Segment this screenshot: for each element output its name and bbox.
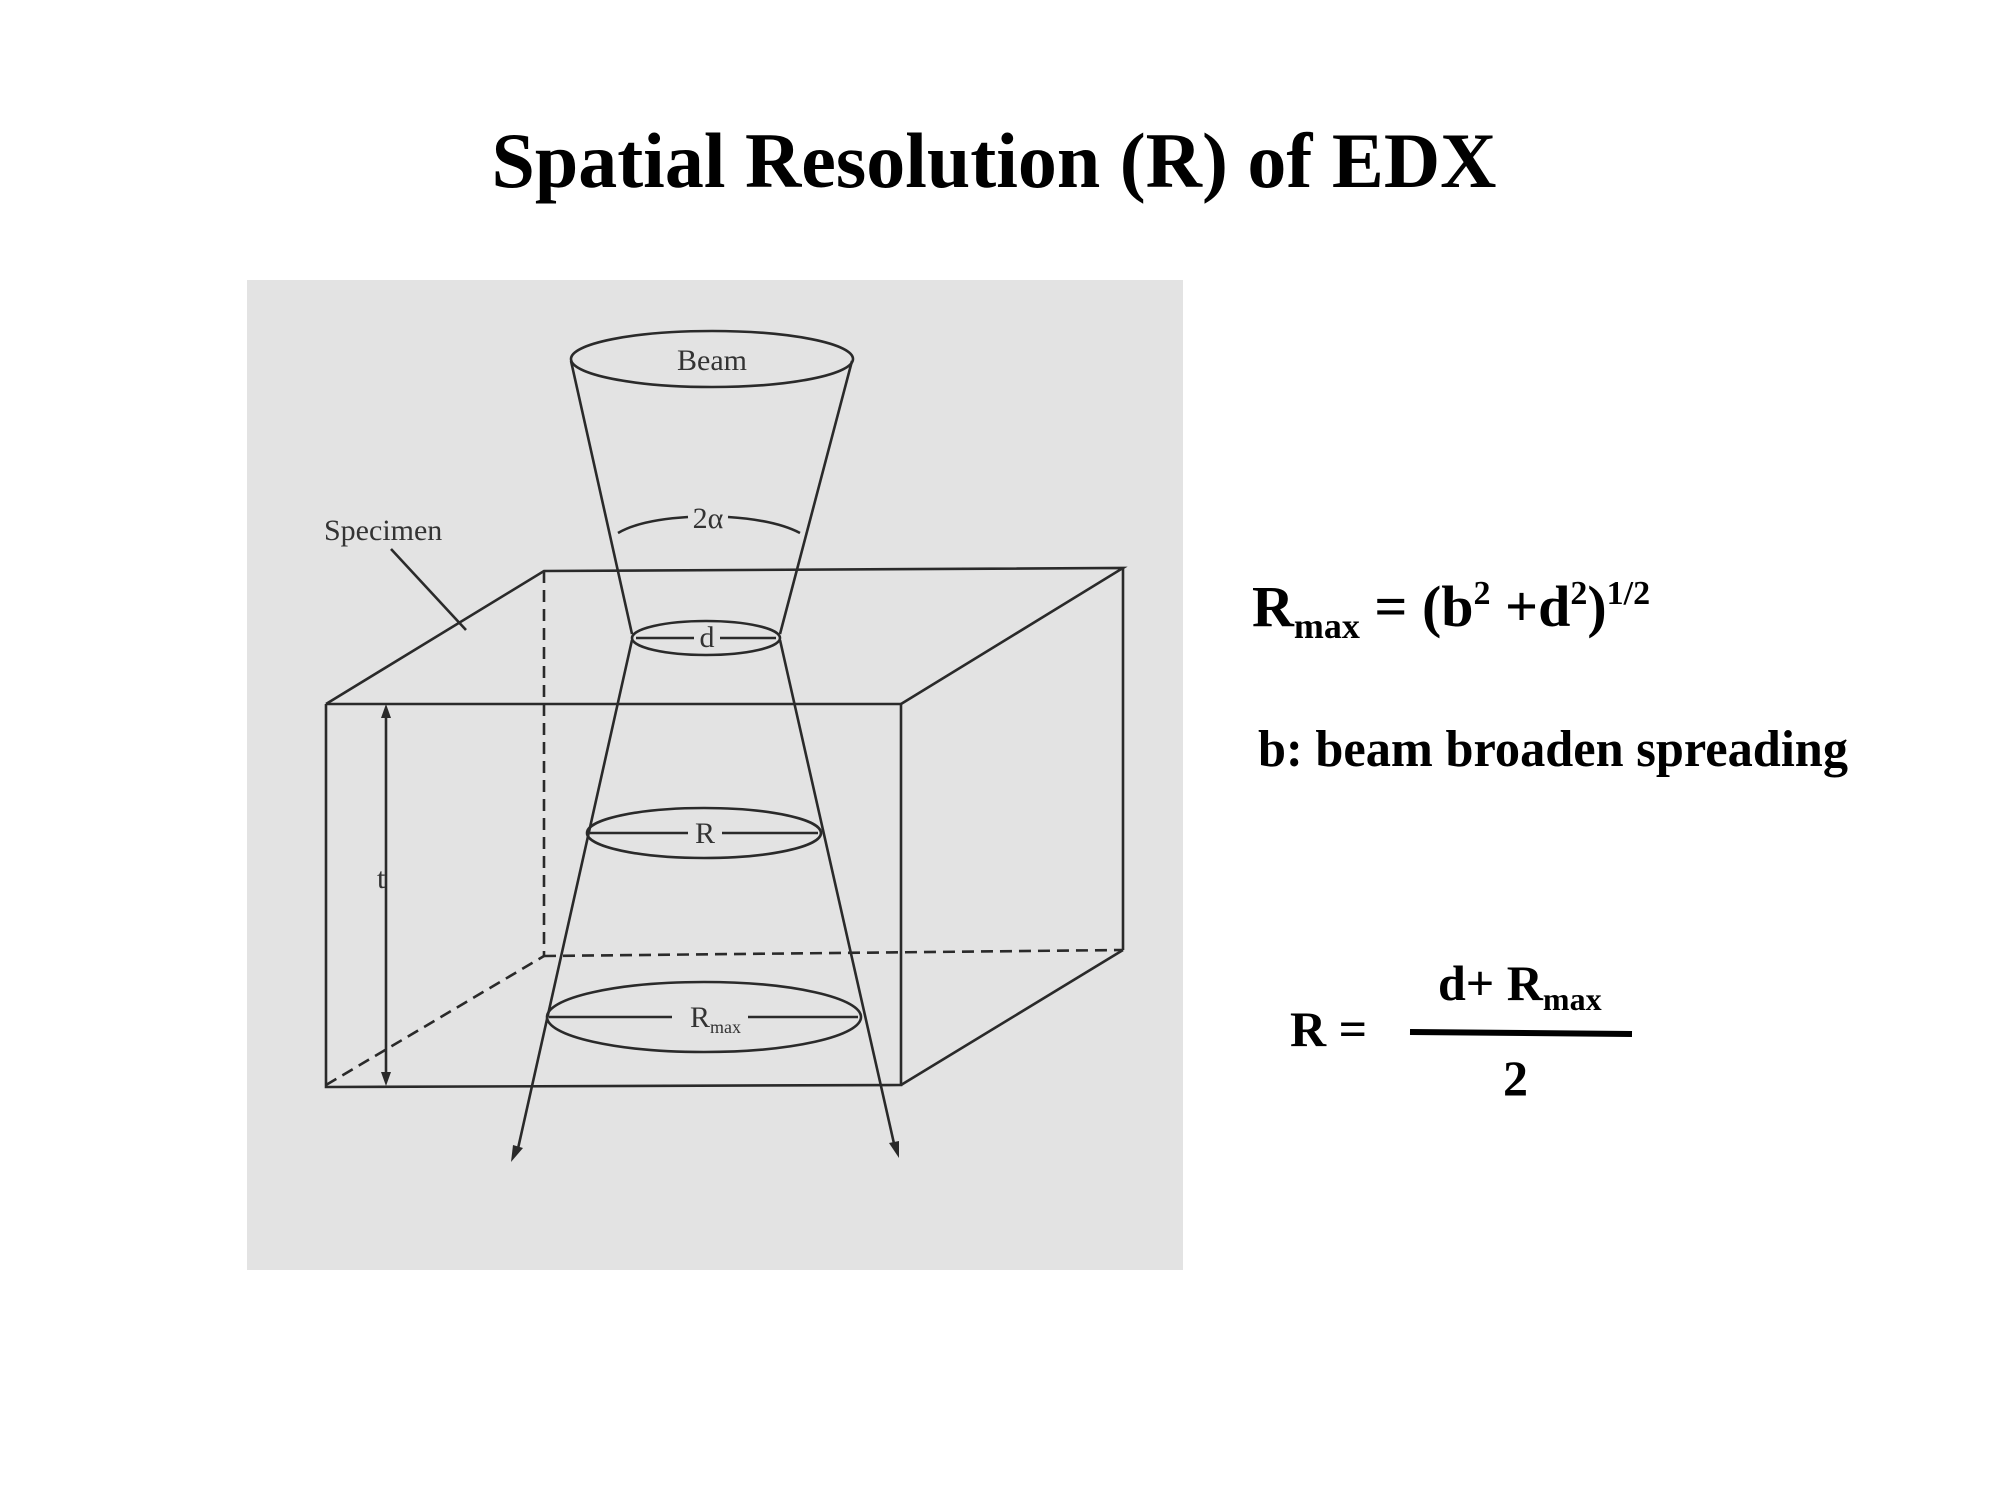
hidden-edge xyxy=(543,948,1124,958)
r-ellipse xyxy=(585,806,823,860)
angle-arc xyxy=(617,515,801,535)
r-numerator: d+ Rmax xyxy=(1438,955,1602,1017)
slide-title: Spatial Resolution (R) of EDX xyxy=(492,117,1497,204)
rmax-formula: Rmax = (b2 +d2)1/2 xyxy=(1252,574,1650,646)
ray-right xyxy=(778,639,897,1149)
diagram-background xyxy=(247,280,1183,1270)
r-formula: R = d+ Rmax 2 xyxy=(1290,955,1633,1106)
ray-left xyxy=(515,639,634,1154)
angle-label: 2α xyxy=(693,502,724,535)
specimen-box xyxy=(324,566,1128,1089)
r-denominator: 2 xyxy=(1503,1050,1528,1106)
arrowhead-left xyxy=(511,1145,523,1162)
rmax-ellipse xyxy=(545,980,863,1054)
beam-label: Beam xyxy=(677,344,747,377)
arrowhead-right xyxy=(889,1141,899,1158)
r-lhs: R = xyxy=(1290,1001,1367,1057)
d-label: d xyxy=(700,621,715,654)
specimen-label: Specimen xyxy=(324,514,442,547)
rmax-label: Rmax xyxy=(690,1001,741,1037)
beam-spreading-diagram: Beam 2α d R Rmax t Specimen xyxy=(247,280,1183,1270)
r-label: R xyxy=(695,817,715,850)
specimen-leader xyxy=(390,548,467,631)
beam-ellipse xyxy=(569,329,855,389)
b-definition: b: beam broaden spreading xyxy=(1258,721,1848,778)
hidden-edge xyxy=(325,954,545,1087)
thickness-label: t xyxy=(377,862,386,895)
fraction-bar xyxy=(1409,1029,1633,1037)
probe-diameter-ellipse xyxy=(630,619,782,657)
